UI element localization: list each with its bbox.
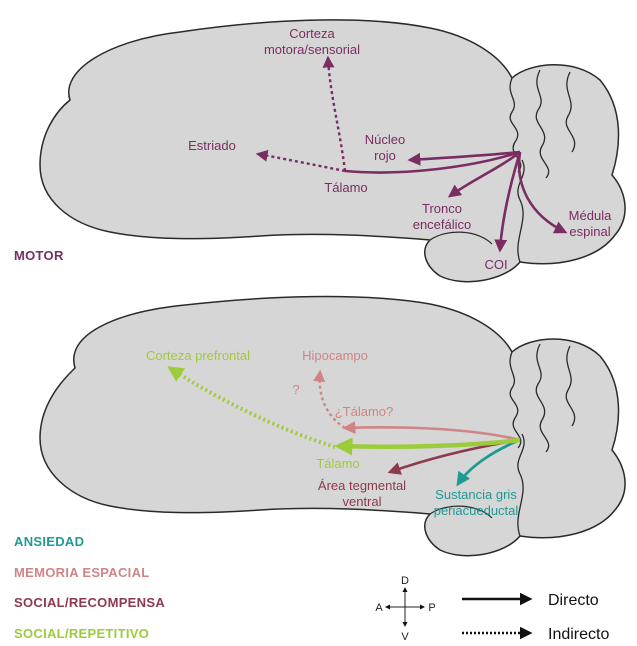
ventral-label: V — [401, 631, 409, 643]
brain-silhouette — [40, 20, 625, 282]
direct-label: Directo — [548, 592, 599, 609]
label-line: ¿Tálamo? — [335, 404, 394, 419]
line-legend: Directo Indirecto — [462, 592, 609, 643]
posterior-label: P — [428, 602, 435, 614]
label-prefrontal: Corteza prefrontal — [146, 348, 250, 363]
category-social-repetitive: SOCIAL/REPETITIVO — [14, 626, 149, 641]
label-line: rojo — [374, 148, 396, 163]
label-line: Tronco — [422, 201, 462, 216]
category-motor: MOTOR — [14, 248, 64, 263]
label-line: ventral — [342, 494, 381, 509]
dorsal-label: D — [401, 575, 409, 587]
label-line: ? — [292, 382, 299, 397]
label-question: ? — [292, 382, 299, 397]
label-hippocampus: Hipocampo — [302, 348, 368, 363]
indirect-label: Indirecto — [548, 626, 609, 643]
category-key: ANSIEDAD MEMORIA ESPACIAL SOCIAL/RECOMPE… — [14, 534, 165, 641]
label-thalamus: Tálamo — [316, 456, 359, 471]
label-line: Área tegmental — [318, 478, 406, 493]
label-line: motora/sensorial — [264, 42, 360, 57]
label-line: Estriado — [188, 138, 236, 153]
label-coi: COI — [484, 257, 507, 272]
brain-outline-behavior — [40, 297, 625, 556]
category-anxiety: ANSIEDAD — [14, 534, 84, 549]
label-line: Sustancia gris — [435, 487, 517, 502]
label-thalamus: Tálamo — [324, 180, 367, 195]
label-thalamus-question: ¿Tálamo? — [335, 404, 394, 419]
orientation-compass: D V A P — [375, 575, 435, 643]
label-line: COI — [484, 257, 507, 272]
label-line: Corteza — [289, 26, 335, 41]
label-line: periacueductal — [434, 503, 519, 518]
anterior-label: A — [375, 602, 383, 614]
label-line: Médula — [569, 208, 612, 223]
category-spatial-memory: MEMORIA ESPACIAL — [14, 565, 150, 580]
label-line: encefálico — [413, 217, 472, 232]
label-line: Tálamo — [316, 456, 359, 471]
label-line: Hipocampo — [302, 348, 368, 363]
brain-silhouette — [40, 297, 625, 556]
label-line: Núcleo — [365, 132, 405, 147]
label-line: espinal — [569, 224, 610, 239]
label-striatum: Estriado — [188, 138, 236, 153]
label-line: Corteza prefrontal — [146, 348, 250, 363]
label-line: Tálamo — [324, 180, 367, 195]
brain-outline-motor — [40, 20, 625, 282]
category-social-reward: SOCIAL/RECOMPENSA — [14, 595, 165, 610]
